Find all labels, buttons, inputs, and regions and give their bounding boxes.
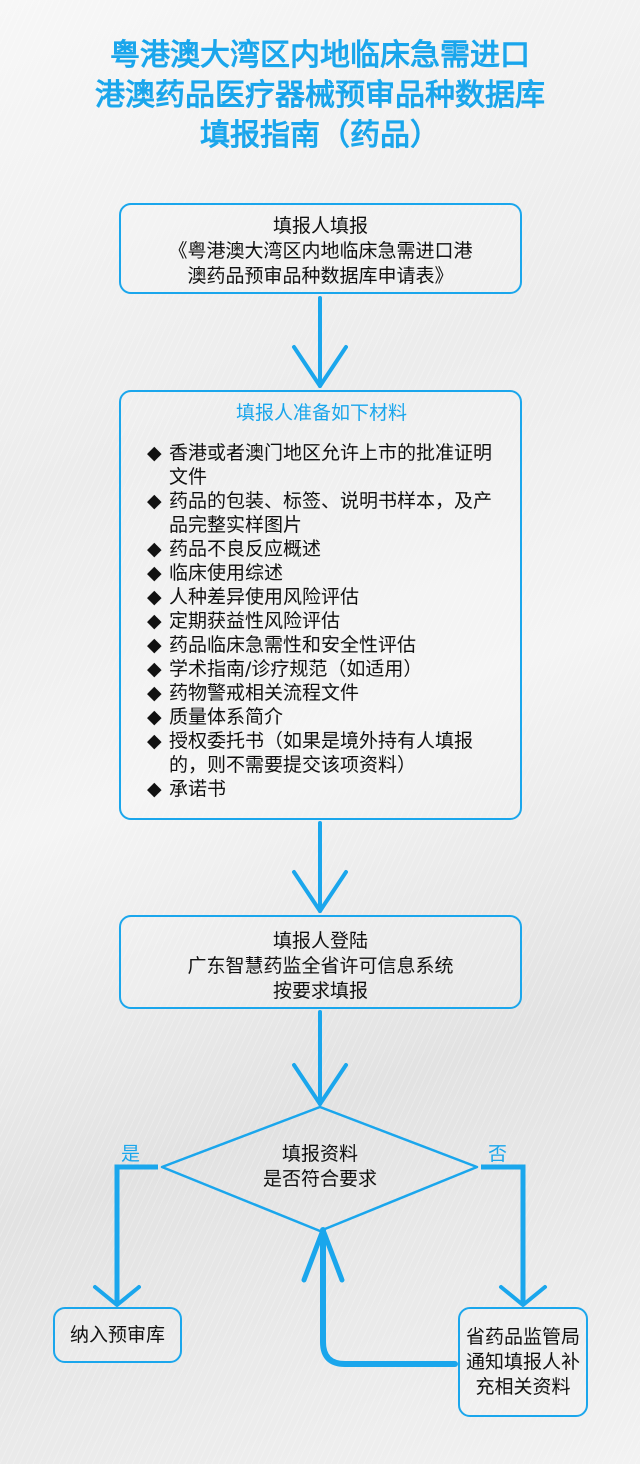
diamond-bullet-icon: ◆ [147,682,162,704]
step3-line-1: 填报人登陆 [272,930,368,952]
result-supplement-materials: 省药品监管局 通知填报人补 充相关资料 [458,1307,588,1417]
diamond-bullet-icon: ◆ [147,586,162,608]
step-prepare-materials: 填报人准备如下材料 ◆香港或者澳门地区允许上市的批准证明文件 ◆药品的包装、标签… [119,390,522,820]
yes-branch-arrow-icon [93,1164,158,1307]
yes-label: 是 [121,1143,141,1165]
arrow-down-icon [292,1010,348,1106]
diamond-bullet-icon: ◆ [147,706,162,728]
diamond-bullet-icon: ◆ [147,778,162,800]
material-item: ◆学术指南/诊疗规范（如适用） [147,658,423,680]
material-item: ◆药物警戒相关流程文件 [147,682,360,704]
diamond-bullet-icon: ◆ [147,658,162,680]
step-login-system: 填报人登陆 广东智慧药监全省许可信息系统 按要求填报 [119,915,522,1009]
loop-back-arrow-icon [301,1227,458,1367]
material-item: ◆定期获益性风险评估 [147,610,341,632]
material-item: ◆临床使用综述 [147,562,284,584]
decision-text: 填报资料 是否符合要求 [262,1143,377,1190]
diamond-bullet-icon: ◆ [147,538,162,560]
step3-line-3: 按要求填报 [272,980,368,1002]
step3-line-2: 广东智慧药监全省许可信息系统 [187,955,454,977]
diamond-bullet-icon: ◆ [147,490,162,512]
step-fill-application-form: 填报人填报 《粤港澳大湾区内地临床急需进口港 澳药品预审品种数据库申请表》 [119,203,522,294]
no-label: 否 [488,1143,508,1165]
result-add-to-database: 纳入预审库 [53,1307,182,1363]
material-item: ◆香港或者澳门地区允许上市的批准证明文件 [147,442,493,488]
material-item: ◆药品不良反应概述 [147,538,322,560]
step1-line-3: 澳药品预审品种数据库申请表》 [187,265,454,287]
diamond-bullet-icon: ◆ [147,562,162,584]
material-item: ◆授权委托书（如果是境外持有人填报的，则不需要提交该项资料） [147,730,474,776]
page-title: 粤港澳大湾区内地临床急需进口 港澳药品医疗器械预审品种数据库 填报指南（药品） [0,36,640,156]
materials-heading: 填报人准备如下材料 [235,402,407,424]
arrow-down-icon [292,821,348,913]
no-branch-arrow-icon [481,1164,547,1307]
material-item: ◆质量体系简介 [147,706,284,728]
diamond-bullet-icon: ◆ [147,610,162,632]
material-item: ◆承诺书 [147,778,227,800]
step1-line-1: 填报人填报 [272,215,368,237]
material-item: ◆药品临床急需性和安全性评估 [147,634,417,656]
diamond-bullet-icon: ◆ [147,730,162,752]
title-line-3: 填报指南（药品） [200,118,440,153]
material-item: ◆人种差异使用风险评估 [147,586,360,608]
arrow-down-icon [292,296,348,388]
diamond-bullet-icon: ◆ [147,442,162,464]
title-line-2: 港澳药品医疗器械预审品种数据库 [95,78,545,113]
diamond-bullet-icon: ◆ [147,634,162,656]
title-line-1: 粤港澳大湾区内地临床急需进口 [110,38,530,73]
material-item: ◆药品的包装、标签、说明书样本，及产品完整实样图片 [147,490,493,536]
step1-line-2: 《粤港澳大湾区内地临床急需进口港 [168,240,473,262]
